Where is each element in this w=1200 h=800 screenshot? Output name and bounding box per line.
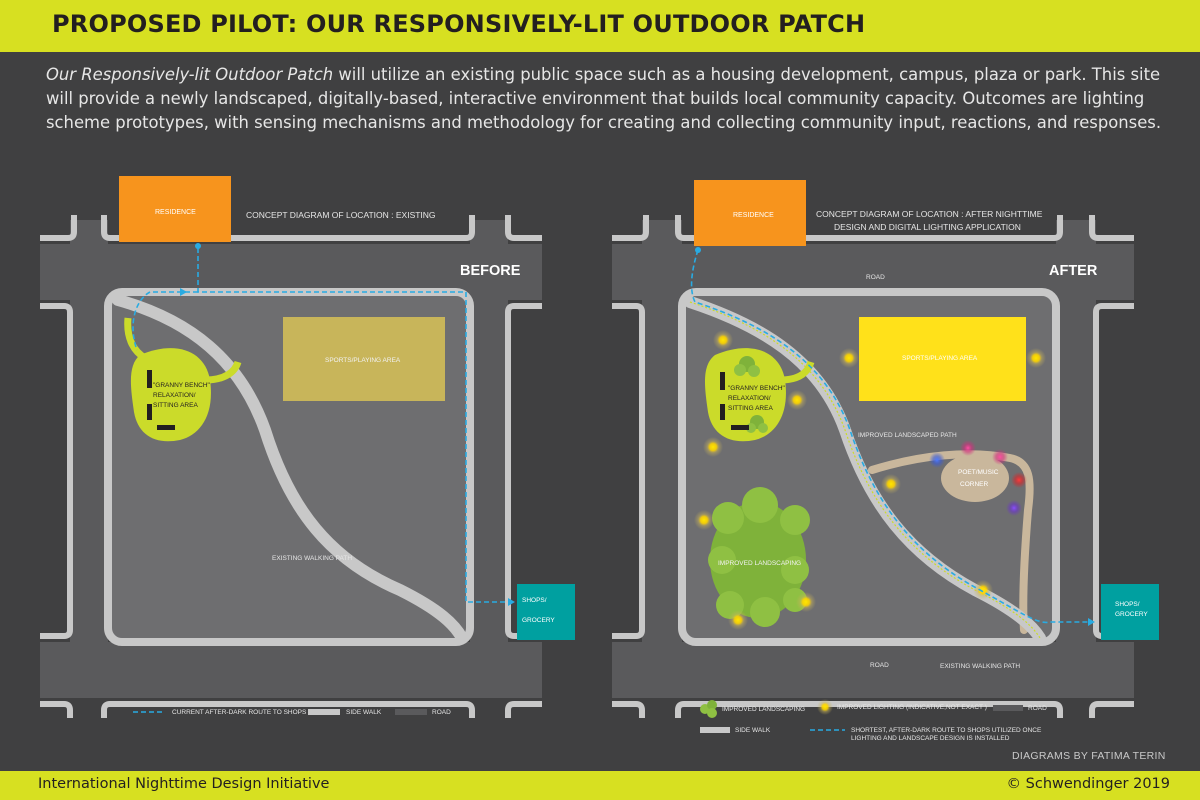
bench-label: "GRANNY BENCH"RELAXATION/SITTING AREA [153,382,211,409]
legend-road: ROAD [432,709,451,716]
legend-lighting: IMPROVED LIGHTING (INDICATIVE,NOT EXACT … [837,704,987,711]
residence-block [694,180,806,246]
sports-area [283,317,445,401]
shops-block [1101,584,1159,640]
residence-label: RESIDENCE [733,212,774,219]
walking-path-label: EXISTING WALKING PATH [272,555,352,562]
residence-label: RESIDENCE [155,209,196,216]
intro-text: will utilize an existing public space su… [46,65,1162,132]
legend-landscaping: IMPROVED LANDSCAPING [722,706,805,713]
improved-path-label: IMPROVED LANDSCAPED PATH [858,432,957,439]
sidewalk [40,215,542,718]
shops-label: SHOPS/GROCERY [522,597,555,624]
sports-label: SPORTS/PLAYING AREA [325,357,401,364]
before-diagram: "GRANNY BENCH"RELAXATION/SITTING AREA SP… [40,176,575,718]
residence-block [119,176,231,242]
legend-route: CURRENT AFTER-DARK ROUTE TO SHOPS [172,709,307,716]
sidewalk [612,215,1134,718]
footer-copyright: © Schwendinger 2019 [1006,776,1170,792]
legend-landscaping-icon [700,700,717,718]
road-label-bottom: ROAD [870,662,889,669]
legend-route: SHORTEST, AFTER-DARK ROUTE TO SHOPS UTIL… [851,727,1042,742]
concept-title: CONCEPT DIAGRAM OF LOCATION : AFTER NIGH… [816,209,1043,232]
bench-label: "GRANNY BENCH"RELAXATION/SITTING AREA [728,385,786,412]
poet-corner [941,454,1009,502]
shortest-route [690,249,1092,624]
page-title: PROPOSED PILOT: OUR RESPONSIVELY-LIT OUT… [52,10,866,38]
legend-light-icon [817,699,833,715]
improved-lights [694,330,1046,630]
shops-block [517,584,575,640]
concept-title: CONCEPT DIAGRAM OF LOCATION : EXISTING [246,210,436,220]
road-label-top: ROAD [866,274,885,281]
header-bar [0,0,1200,52]
landscaping-label: IMPROVED LANDSCAPING [718,560,801,567]
granny-bench-area [704,348,786,442]
shops-label: SHOPS/GROCERY [1115,601,1148,618]
sports-label: SPORTS/PLAYING AREA [902,355,978,362]
legend-sidewalk: SIDE WALK [346,709,382,716]
before-label: BEFORE [460,263,521,279]
legend-road: ROAD [1028,705,1047,712]
after-dark-route [132,248,514,603]
existing-walking-path-label: EXISTING WALKING PATH [940,663,1020,670]
improved-landscaping-area [708,487,810,627]
intro-emphasis: Our Responsively-lit Outdoor Patch [46,65,334,84]
diagram-credit: DIAGRAMS BY FATIMA TERIN [1012,750,1166,762]
existing-walking-path-line [112,294,468,644]
footer-organization: International Nighttime Design Initiativ… [38,776,330,792]
footer-bar [0,771,1200,800]
legend-sidewalk: SIDE WALK [735,727,771,734]
intro-paragraph: Our Responsively-lit Outdoor Patch will … [46,63,1166,135]
after-label: AFTER [1049,263,1098,279]
sports-area [859,317,1026,401]
